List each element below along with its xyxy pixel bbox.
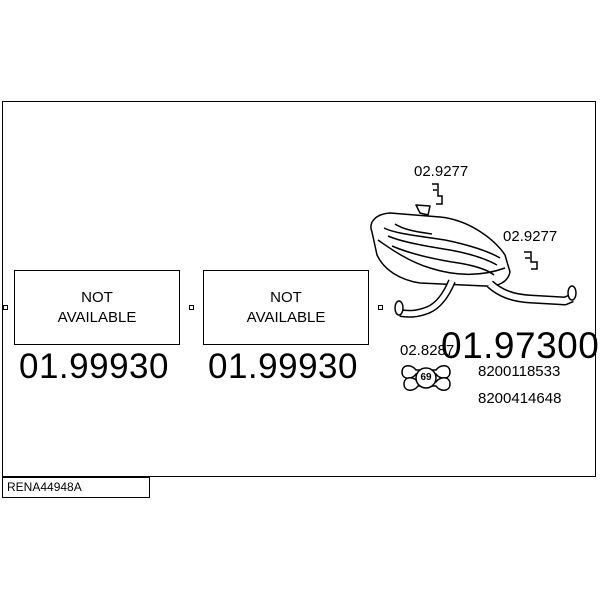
oem-number-1: 8200118533 xyxy=(478,363,561,380)
rubber-hanger-icon xyxy=(524,251,538,270)
part-number-2: 01.99930 xyxy=(208,347,358,386)
connector-point xyxy=(378,305,383,310)
na-label-line1: NOT xyxy=(270,288,302,306)
hanger-part-number-2: 02.9277 xyxy=(503,228,558,245)
part-not-available-box-2: NOT AVAILABLE xyxy=(203,270,369,345)
reference-code: RENA44948A xyxy=(2,477,150,498)
oem-number-2: 8200414648 xyxy=(478,390,562,407)
rubber-hanger-icon xyxy=(432,183,443,205)
na-label-line2: AVAILABLE xyxy=(246,308,326,326)
muffler-part-number: 01.97300 xyxy=(441,325,600,366)
part-not-available-box-1: NOT AVAILABLE xyxy=(14,270,180,345)
clamp-part-number: 02.8287 xyxy=(400,342,455,359)
part-number-1: 01.99930 xyxy=(19,347,169,386)
exhaust-clamp-icon xyxy=(401,365,451,391)
connector-point xyxy=(189,305,194,310)
na-label-line1: NOT xyxy=(81,288,113,306)
hanger-part-number-1: 02.9277 xyxy=(414,163,469,180)
connector-point xyxy=(3,305,8,310)
clamp-size-label: 69 xyxy=(420,372,432,383)
diagram-frame xyxy=(2,101,596,477)
na-label-line2: AVAILABLE xyxy=(57,308,137,326)
rear-muffler-icon xyxy=(370,204,577,318)
